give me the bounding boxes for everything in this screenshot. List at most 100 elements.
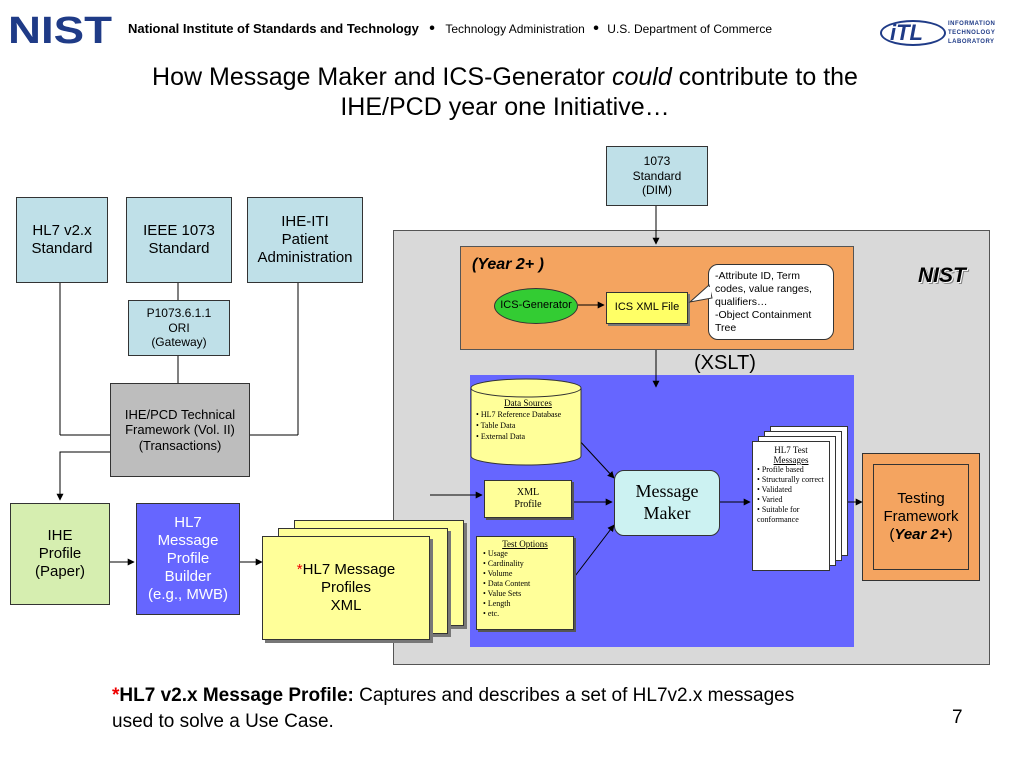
connector-testoptions-to-mm xyxy=(571,524,615,581)
box-hl7-v2x-standard: HL7 v2.x Standard xyxy=(16,197,108,283)
box-line: XML xyxy=(330,597,362,614)
test-messages-front: HL7 Test Messages • Profile based • Stru… xyxy=(752,441,830,571)
box-ihe-pcd-framework: IHE/PCD Technical Framework (Vol. II) (T… xyxy=(110,383,250,477)
footnote-line2: used to solve a Use Case. xyxy=(112,711,334,732)
footnote: *HL7 v2.x Message Profile: Captures and … xyxy=(112,683,942,735)
title-line2: IHE/PCD year one Initiative… xyxy=(340,93,670,121)
nist-panel-label: NIST xyxy=(918,264,966,287)
box-line: HL7 v2.x xyxy=(32,222,92,239)
itl-text-line: INFORMATION xyxy=(948,21,996,27)
box-line: IHE-ITI xyxy=(281,213,329,230)
callout-line: qualifiers… xyxy=(715,296,768,308)
data-sources-content: Data Sources • HL7 Reference Database • … xyxy=(476,398,580,442)
test-messages-title: Messages xyxy=(773,455,809,465)
box-line: IHE/PCD Technical xyxy=(124,406,236,422)
nist-logo-graphic: NIST xyxy=(8,12,112,46)
testing-framework-inner: Testing Framework (Year 2+) xyxy=(873,464,969,570)
box-line: (Paper) xyxy=(34,563,86,580)
box-ihe-iti: IHE-ITI Patient Administration xyxy=(247,197,363,283)
box-line: Builder xyxy=(164,568,212,585)
itl-text-line: LABORATORY xyxy=(948,39,995,45)
message-profiles-stack: *HL7 Message Profiles XML xyxy=(262,520,472,650)
box-line: (Gateway) xyxy=(151,335,207,350)
box-line: (e.g., MWB) xyxy=(147,586,228,603)
test-option-item: • Value Sets xyxy=(483,589,522,598)
ics-xml-file: ICS XML File xyxy=(606,292,688,324)
callout-line: Tree xyxy=(715,322,737,334)
itl-text-line: TECHNOLOGY xyxy=(948,30,996,36)
header-admin: Technology Administration xyxy=(445,22,585,36)
box-ihe-profile: IHE Profile (Paper) xyxy=(10,503,110,605)
test-message-item: • Varied xyxy=(757,495,783,504)
data-source-item: • External Data xyxy=(476,432,526,441)
ics-xml-file-label: ICS XML File xyxy=(614,301,680,314)
test-option-item: • Cardinality xyxy=(483,559,524,568)
header-org: National Institute of Standards and Tech… xyxy=(128,21,419,36)
test-messages-title: HL7 Test xyxy=(774,445,808,455)
title-italic: could xyxy=(611,63,672,91)
nist-logo: NIST xyxy=(8,12,113,46)
box-line: Maker xyxy=(643,503,691,523)
testing-framework: Testing Framework (Year 2+) xyxy=(862,453,980,581)
data-sources-title: Data Sources xyxy=(504,398,552,408)
box-line: Message xyxy=(635,481,699,502)
data-source-item: • HL7 Reference Database xyxy=(476,410,562,419)
test-messages-stack: HL7 Test Messages • Profile based • Stru… xyxy=(752,426,852,571)
box-line: HL7 Message xyxy=(302,561,396,578)
box-line: ORI xyxy=(168,320,190,335)
box-line: IHE xyxy=(47,527,73,544)
box-line: Standard xyxy=(31,240,93,257)
test-option-item: • Length xyxy=(483,599,511,608)
header-bar: National Institute of Standards and Tech… xyxy=(128,20,772,38)
itl-logo-swoosh xyxy=(880,20,946,46)
nist-logo-text: NIST xyxy=(8,12,112,46)
box-line: Profile xyxy=(38,545,82,562)
box-line: Standard xyxy=(148,240,210,257)
box-line: 1073 xyxy=(643,154,671,169)
header-dept: U.S. Department of Commerce xyxy=(607,22,773,36)
cylinder-shape xyxy=(470,378,582,466)
box-line: (Transactions) xyxy=(138,437,222,453)
itl-logo-text: INFORMATION TECHNOLOGY LABORATORY xyxy=(948,20,995,47)
slide-title: How Message Maker and ICS-Generator coul… xyxy=(0,62,1010,122)
header-separator: • xyxy=(429,20,435,37)
doc-sheet-front: *HL7 Message Profiles XML xyxy=(262,536,430,640)
box-line: Framework xyxy=(883,508,959,525)
test-message-item: • Structurally correct xyxy=(757,475,824,484)
box-line: Standard xyxy=(632,168,682,183)
profiles-asterisk: * xyxy=(296,561,303,578)
footnote-bold: HL7 v2.x Message Profile: xyxy=(119,685,354,706)
box-line: Message xyxy=(157,532,219,549)
box-line: IEEE 1073 xyxy=(143,222,215,239)
box-line: HL7 xyxy=(174,514,202,531)
itl-logo-mark: iTL xyxy=(890,20,923,45)
test-message-item: • Validated xyxy=(757,485,792,494)
data-sources-cylinder: Data Sources • HL7 Reference Database • … xyxy=(470,378,582,466)
box-line: XML xyxy=(516,487,540,498)
footnote-text: Captures and describes a set of HL7v2.x … xyxy=(353,685,795,706)
box-line: Profiles xyxy=(320,579,372,596)
message-maker: Message Maker xyxy=(614,470,720,536)
box-message-profile-builder: HL7 Message Profile Builder (e.g., MWB) xyxy=(136,503,240,615)
box-line: Patient xyxy=(281,231,329,248)
box-line: Profile xyxy=(514,499,542,510)
box-line: P1073.6.1.1 xyxy=(146,306,212,321)
callout-line: -Attribute ID, Term xyxy=(715,270,800,282)
title-part1: How Message Maker and ICS-Generator xyxy=(152,63,612,91)
callout-line: codes, value ranges, xyxy=(715,283,812,295)
box-ieee-1073-standard: IEEE 1073 Standard xyxy=(126,197,232,283)
test-options-doc: Test Options • Usage • Cardinality • Vol… xyxy=(476,536,574,630)
xslt-label: (XSLT) xyxy=(694,352,756,374)
ics-generator: ICS-Generator xyxy=(494,288,578,324)
itl-logo: iTL INFORMATION TECHNOLOGY LABORATORY xyxy=(880,16,1010,50)
callout-line: -Object Containment xyxy=(715,309,812,321)
ics-callout: -Attribute ID, Term codes, value ranges,… xyxy=(708,264,834,340)
test-option-item: • Usage xyxy=(483,549,508,558)
year2-label: (Year 2+ ) xyxy=(472,256,544,273)
title-part2: contribute to the xyxy=(671,63,858,91)
test-options-title: Test Options xyxy=(502,539,548,549)
test-option-item: • Volume xyxy=(483,569,513,578)
connector-pcd-to-profile xyxy=(56,451,110,501)
box-line: Administration xyxy=(257,249,353,266)
